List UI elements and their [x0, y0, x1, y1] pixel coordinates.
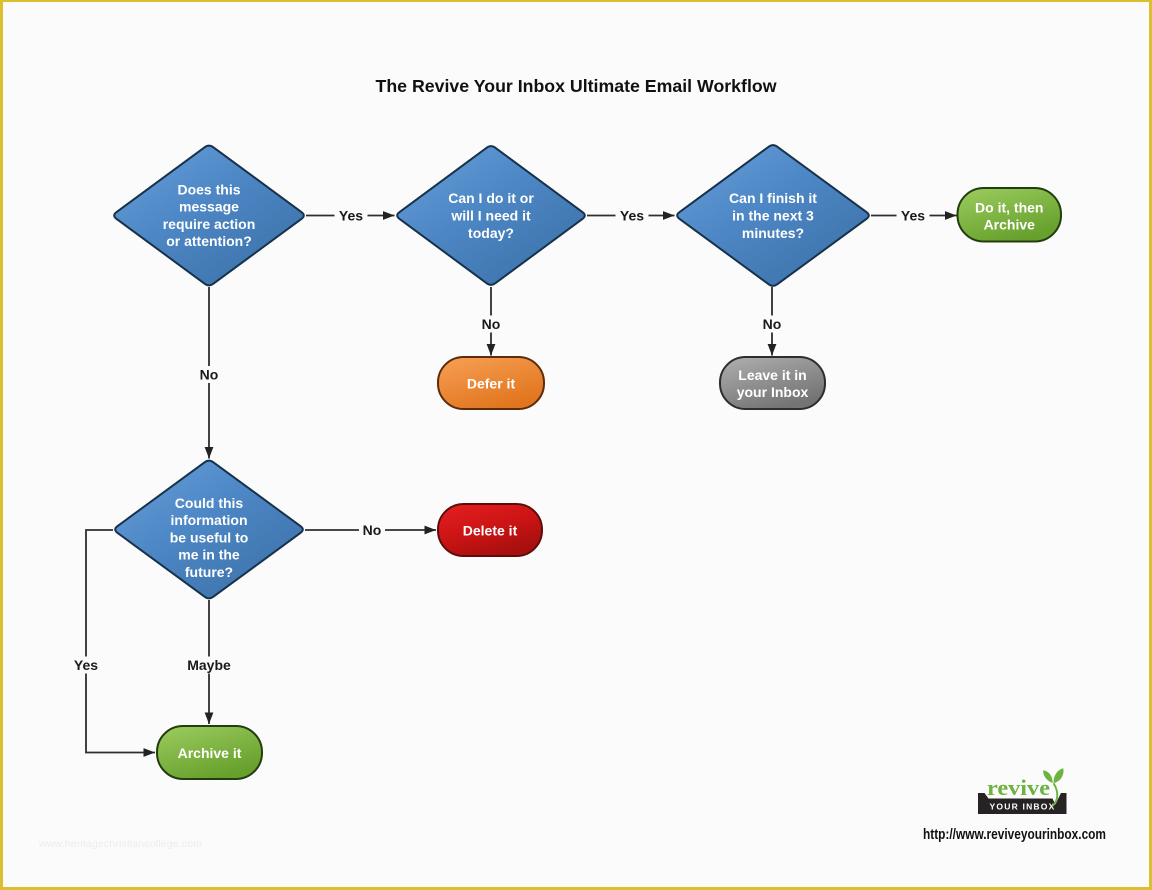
svg-text:Could this: Could this	[175, 495, 244, 511]
svg-text:revive: revive	[987, 775, 1050, 800]
svg-text:Yes: Yes	[620, 208, 644, 224]
svg-text:Yes: Yes	[339, 208, 363, 224]
svg-text:Archive it: Archive it	[178, 745, 242, 761]
svg-text:The Revive Your Inbox Ultimate: The Revive Your Inbox Ultimate Email Wor…	[376, 76, 777, 96]
svg-text:or attention?: or attention?	[166, 233, 252, 249]
svg-text:be useful to: be useful to	[170, 529, 249, 545]
svg-text:Maybe: Maybe	[187, 657, 231, 673]
svg-text:http://www.reviveyourinbox.com: http://www.reviveyourinbox.com	[923, 827, 1106, 843]
svg-text:www.heritagechristiancollege.c: www.heritagechristiancollege.com	[38, 838, 202, 850]
svg-text:require action: require action	[163, 216, 256, 232]
svg-text:No: No	[200, 367, 219, 383]
svg-text:in the next 3: in the next 3	[732, 208, 814, 224]
svg-text:today?: today?	[468, 225, 514, 241]
svg-text:Delete it: Delete it	[463, 523, 518, 539]
svg-text:Can I do it or: Can I do it or	[448, 190, 534, 206]
svg-text:Can I finish it: Can I finish it	[729, 190, 817, 206]
svg-text:information: information	[171, 512, 248, 528]
svg-text:Defer it: Defer it	[467, 376, 516, 392]
svg-text:Yes: Yes	[901, 208, 925, 224]
svg-text:No: No	[763, 316, 782, 332]
svg-text:No: No	[482, 316, 501, 332]
svg-text:message: message	[179, 199, 239, 215]
svg-text:me in the: me in the	[178, 547, 240, 563]
svg-text:minutes?: minutes?	[742, 225, 804, 241]
svg-text:Archive: Archive	[984, 217, 1036, 233]
svg-text:Do it, then: Do it, then	[975, 199, 1043, 215]
svg-text:will I need it: will I need it	[450, 208, 531, 224]
svg-text:Leave it in: Leave it in	[738, 367, 806, 383]
svg-text:Yes: Yes	[74, 657, 98, 673]
svg-text:Does this: Does this	[177, 182, 240, 198]
svg-text:YOUR INBOX: YOUR INBOX	[990, 802, 1056, 812]
svg-text:No: No	[363, 522, 382, 538]
svg-text:future?: future?	[185, 564, 233, 580]
svg-text:your Inbox: your Inbox	[737, 384, 809, 400]
